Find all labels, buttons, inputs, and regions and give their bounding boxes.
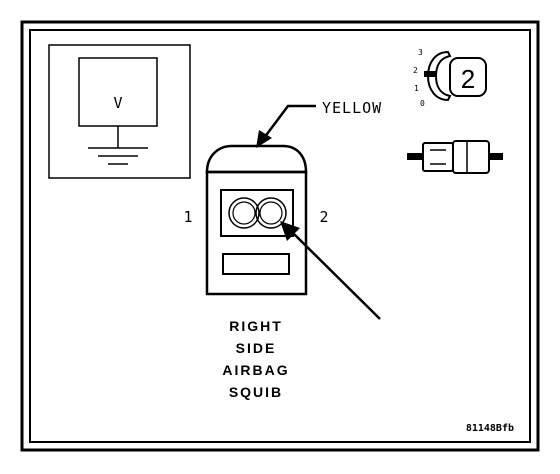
mating-connector-icon — [407, 140, 503, 174]
mating-lead-right — [489, 153, 503, 160]
squib-connector: 1 2 — [183, 144, 329, 296]
mating-plug-left — [422, 142, 454, 172]
voltmeter-box — [48, 44, 191, 179]
connector-cap — [205, 144, 308, 174]
voltmeter-display — [78, 57, 158, 127]
mating-lead-left — [407, 153, 423, 160]
pin-label-1: 1 — [183, 208, 192, 226]
connector-body — [205, 170, 308, 296]
inner-frame — [29, 29, 531, 443]
key-pointer — [424, 71, 436, 77]
mating-plug-right — [452, 140, 490, 174]
probe-line — [293, 233, 381, 320]
component-name: RIGHT SIDE AIRBAG SQUIB — [222, 318, 289, 400]
terminal-1-inner — [232, 201, 256, 225]
key-position-3: 3 — [418, 48, 423, 57]
terminal-cavity-outline — [220, 189, 294, 237]
connector-key-icon: 3 2 1 0 2 — [413, 48, 487, 108]
figure-id: 81148Bfb — [466, 423, 514, 434]
pin-label-2: 2 — [319, 208, 328, 226]
component-line-2: SIDE — [236, 340, 277, 356]
key-position-0: 0 — [420, 99, 425, 108]
outer-frame — [20, 20, 540, 452]
terminal-2 — [255, 197, 287, 229]
component-line-3: AIRBAG — [222, 362, 289, 378]
key-selected-box — [449, 57, 487, 97]
terminal-2-inner — [259, 201, 283, 225]
connector-lock-slot — [222, 253, 290, 275]
component-line-1: RIGHT — [229, 318, 283, 334]
key-position-1: 1 — [414, 84, 419, 93]
terminal-1 — [228, 197, 260, 229]
wire-leader — [263, 104, 316, 139]
wire-color-label: YELLOW — [322, 99, 382, 117]
key-position-2: 2 — [413, 66, 418, 75]
voltmeter-symbol: V — [48, 44, 191, 179]
probe-arrowhead — [280, 221, 300, 241]
voltmeter-label: V — [113, 94, 122, 112]
component-line-4: SQUIB — [229, 384, 283, 400]
wire-color-callout: YELLOW — [256, 99, 382, 148]
key-selected-value: 2 — [461, 64, 475, 94]
probe-arrow — [280, 221, 381, 320]
wire-leader-arrowhead — [256, 130, 272, 148]
key-dial — [426, 50, 452, 102]
